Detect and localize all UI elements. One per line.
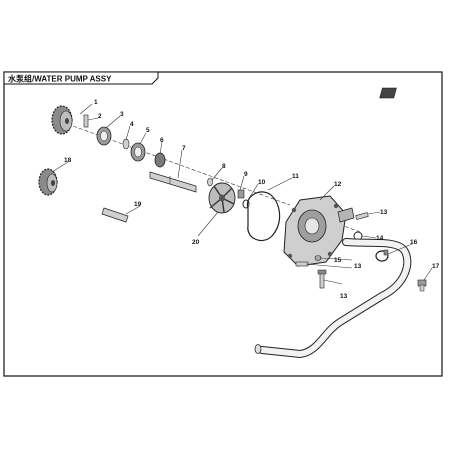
callout-20: 20 (192, 239, 200, 246)
callout-11: 11 (292, 173, 299, 180)
pin (83, 114, 89, 128)
callout-19: 19 (134, 201, 142, 208)
leader-lines (51, 103, 433, 285)
diagram-title: 水泵组/WATER PUMP ASSY (7, 74, 112, 84)
dowel-pin (101, 207, 129, 223)
callout-13-upper: 13 (380, 209, 388, 216)
callout-4: 4 (130, 121, 134, 128)
callout-1: 1 (94, 99, 98, 106)
oil-seal (154, 152, 166, 168)
title-box (3, 71, 159, 85)
assembly-axis (61, 121, 291, 206)
pipe-end (254, 344, 262, 354)
pump-shaft (149, 171, 197, 193)
callout-13-middle: 13 (354, 263, 362, 270)
brand-logo: CF (379, 87, 419, 99)
drive-gear (51, 105, 73, 135)
svg-text:CF: CF (411, 92, 419, 98)
pump-housing (283, 195, 355, 267)
hose-clamp (375, 249, 389, 262)
callout-17: 17 (432, 263, 440, 270)
callout-15: 15 (334, 257, 342, 264)
callout-5: 5 (146, 127, 150, 134)
callout-12: 12 (334, 181, 342, 188)
callout-16: 16 (410, 239, 418, 246)
bolt-upper (355, 212, 369, 220)
pipe-bolt (417, 279, 427, 292)
small-washer (207, 177, 213, 187)
driven-gear (38, 168, 58, 196)
bearing-2 (130, 142, 146, 162)
impeller (208, 182, 236, 214)
bearing (96, 126, 112, 146)
gasket (246, 191, 281, 241)
diagram-frame (3, 71, 443, 377)
nut (237, 189, 245, 199)
o-ring-small (242, 199, 250, 209)
callout-13-lower: 13 (340, 293, 348, 300)
bolt-lower (317, 269, 327, 289)
callout-14: 14 (376, 235, 384, 242)
washer (122, 138, 130, 150)
callout-8: 8 (222, 163, 226, 170)
callout-7: 7 (182, 145, 186, 152)
callout-9: 9 (244, 171, 248, 178)
callout-18: 18 (64, 157, 72, 164)
callout-2: 2 (98, 113, 102, 120)
water-pipe (259, 239, 411, 358)
callout-6: 6 (160, 137, 164, 144)
callout-3: 3 (120, 111, 124, 118)
callout-10: 10 (258, 179, 266, 186)
